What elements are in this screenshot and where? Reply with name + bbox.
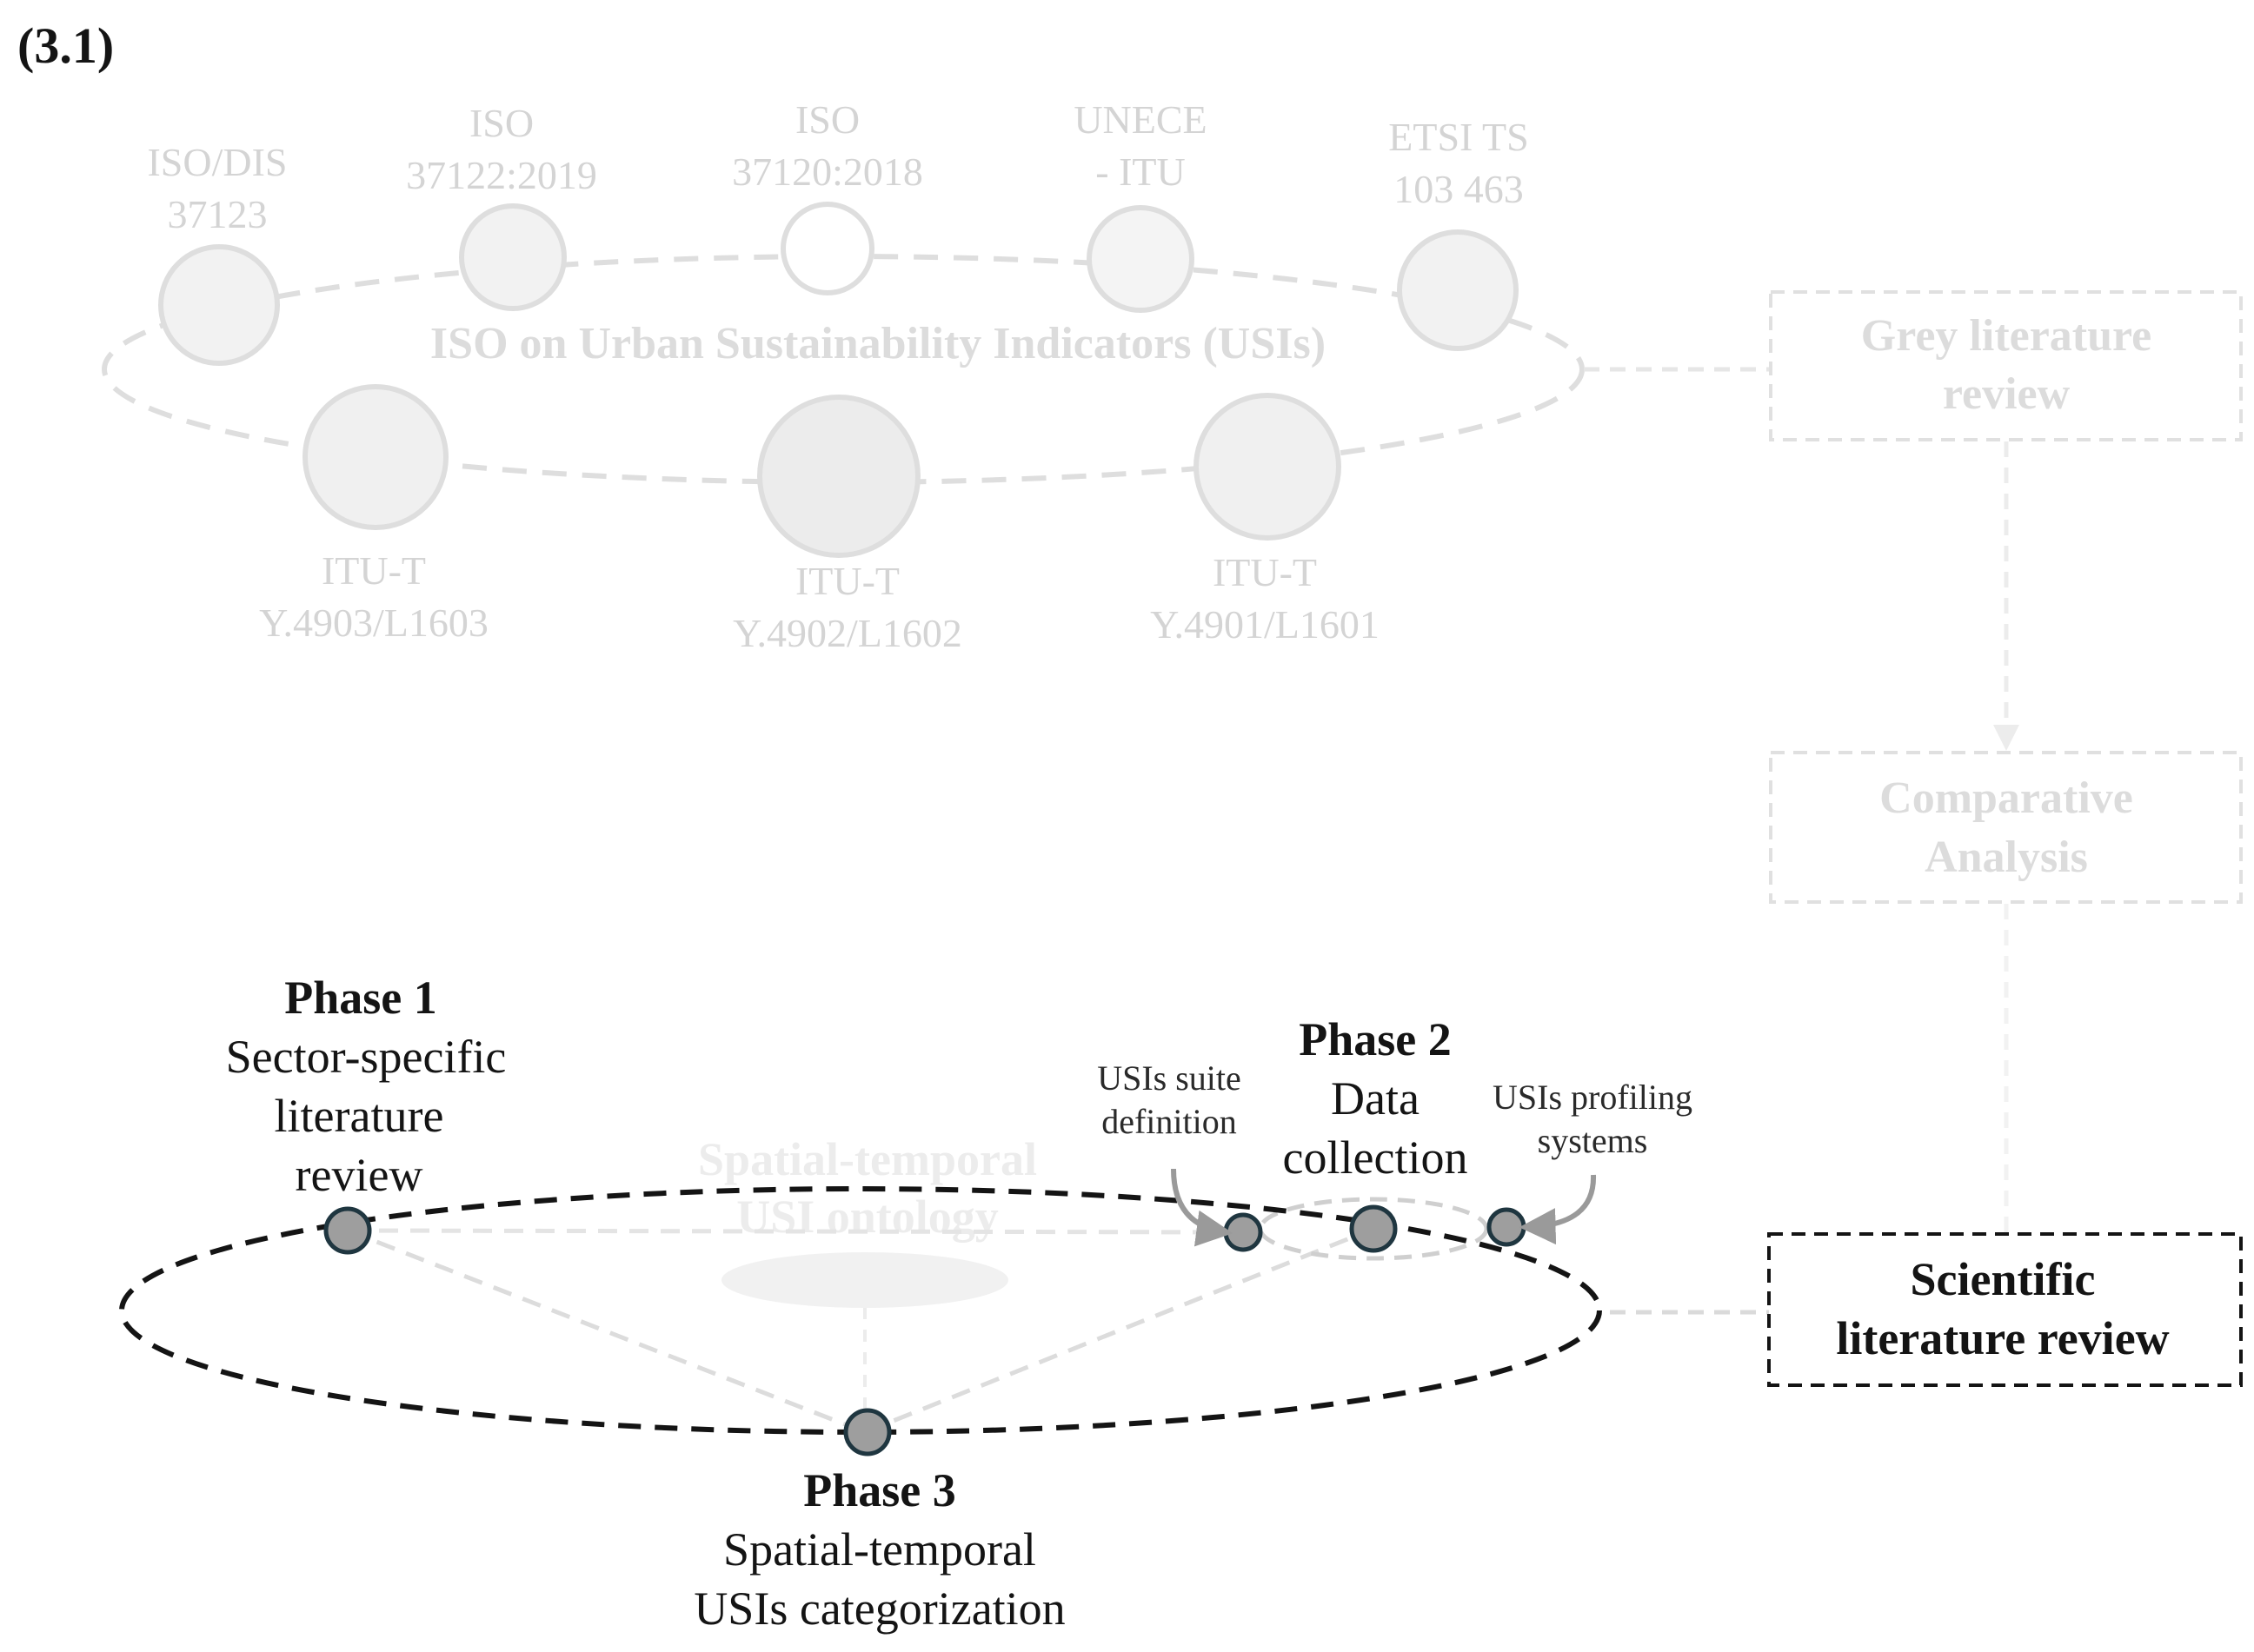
standard-node-iso-dis-37123	[158, 244, 280, 366]
comparative-analysis-box: Comparative Analysis	[1769, 751, 2243, 904]
svg-text:37123: 37123	[168, 192, 268, 236]
grey-literature-review-box: Grey literature review	[1769, 290, 2243, 441]
suite-arrow	[1171, 1168, 1233, 1247]
phase3-label: Phase 3 Spatial-temporal USIs categoriza…	[694, 1464, 1065, 1635]
scientific-literature-review-box: Scientific literature review	[1767, 1232, 2243, 1387]
svg-text:Data: Data	[1331, 1072, 1420, 1125]
svg-text:systems: systems	[1538, 1121, 1648, 1160]
usi-suite-node	[1223, 1212, 1263, 1252]
standard-label-itu-y4902: ITU-T Y.4902/L1602	[733, 559, 962, 655]
svg-text:Spatial-temporal: Spatial-temporal	[698, 1133, 1037, 1185]
svg-text:Phase 2: Phase 2	[1299, 1013, 1452, 1065]
phase2-inner-ring	[1258, 1197, 1489, 1261]
standard-label-iso-37122: ISO 37122:2019	[406, 101, 597, 197]
svg-text:Analysis: Analysis	[1925, 833, 2088, 882]
scientific-ring	[119, 1186, 1602, 1435]
phase1-label: Phase 1 Sector-specific literature revie…	[226, 972, 507, 1201]
profiling-arrow	[1519, 1174, 1597, 1245]
phase3-node	[843, 1408, 892, 1456]
figure-label: (3.1)	[17, 17, 114, 74]
svg-text:ITU-T: ITU-T	[322, 548, 426, 593]
standard-label-unece-itu: UNECE - ITU	[1074, 97, 1207, 194]
svg-text:review: review	[296, 1149, 423, 1201]
svg-text:103 463: 103 463	[1393, 167, 1524, 211]
usi-suite-label: USIs suite definition	[1097, 1058, 1241, 1141]
phase1-node	[323, 1206, 372, 1255]
svg-text:ITU-T: ITU-T	[795, 559, 900, 603]
standard-node-itu-y4903	[303, 384, 449, 530]
standard-node-iso-37122	[459, 203, 567, 311]
svg-text:USIs profiling: USIs profiling	[1493, 1078, 1692, 1117]
svg-text:literature review: literature review	[1836, 1312, 2169, 1364]
standard-label-itu-y4901: ITU-T Y.4901/L1601	[1150, 550, 1380, 647]
standard-node-unece-itu	[1087, 205, 1194, 313]
svg-text:Y.4901/L1601: Y.4901/L1601	[1150, 602, 1380, 647]
grey-literature-section: ISO on Urban Sustainability Indicators (…	[102, 97, 1585, 655]
standard-node-itu-y4902	[757, 395, 921, 558]
link-phase1-phase2	[347, 1228, 1244, 1235]
svg-text:literature: literature	[275, 1090, 444, 1142]
svg-text:review: review	[1943, 369, 2071, 419]
svg-text:Y.4902/L1602: Y.4902/L1602	[733, 611, 962, 655]
svg-text:37120:2018: 37120:2018	[732, 149, 923, 194]
phase2-node	[1349, 1204, 1398, 1253]
svg-text:USI ontology: USI ontology	[736, 1191, 999, 1243]
phase2-label: Phase 2 Data collection	[1283, 1013, 1468, 1184]
svg-text:USIs suite: USIs suite	[1097, 1058, 1241, 1098]
svg-text:collection: collection	[1283, 1131, 1468, 1184]
standard-node-itu-y4901	[1193, 393, 1341, 541]
svg-text:ETSI TS: ETSI TS	[1388, 115, 1528, 159]
usi-profiling-node	[1486, 1207, 1526, 1247]
svg-text:definition: definition	[1101, 1102, 1237, 1141]
usi-profiling-label: USIs profiling systems	[1493, 1078, 1692, 1160]
standard-node-etsi	[1397, 229, 1519, 351]
standard-label-itu-y4903: ITU-T Y.4903/L1603	[259, 548, 489, 645]
svg-text:ISO: ISO	[795, 97, 860, 142]
svg-text:ISO/DIS: ISO/DIS	[147, 140, 287, 184]
svg-text:37122:2019: 37122:2019	[406, 153, 597, 197]
svg-text:Spatial-temporal: Spatial-temporal	[723, 1523, 1036, 1576]
svg-text:Grey literature: Grey literature	[1861, 311, 2152, 361]
svg-text:UNECE: UNECE	[1074, 97, 1207, 142]
svg-text:Comparative: Comparative	[1879, 773, 2133, 823]
scientific-literature-section: Spatial-temporal USI ontology Phase 1 Se…	[119, 972, 1692, 1635]
standard-node-iso-37120	[781, 202, 874, 295]
ontology-blob	[721, 1252, 1008, 1308]
svg-text:Y.4903/L1603: Y.4903/L1603	[259, 600, 489, 645]
svg-text:Sector-specific: Sector-specific	[226, 1031, 507, 1083]
svg-text:USIs categorization: USIs categorization	[694, 1582, 1065, 1635]
ontology-label: Spatial-temporal USI ontology	[698, 1133, 1037, 1243]
iso-usi-ring-label: ISO on Urban Sustainability Indicators (…	[430, 319, 1326, 368]
svg-text:ITU-T: ITU-T	[1213, 550, 1317, 594]
svg-text:ISO: ISO	[469, 101, 534, 145]
standard-label-iso-dis-37123: ISO/DIS 37123	[147, 140, 287, 236]
svg-text:Phase 1: Phase 1	[284, 972, 437, 1024]
link-phase3-phase2	[864, 1226, 1374, 1435]
standard-label-etsi: ETSI TS 103 463	[1388, 115, 1528, 211]
svg-text:Scientific: Scientific	[1911, 1253, 2096, 1305]
svg-text:- ITU: - ITU	[1095, 149, 1185, 194]
svg-text:Phase 3: Phase 3	[803, 1464, 956, 1516]
standard-label-iso-37120: ISO 37120:2018	[732, 97, 923, 194]
